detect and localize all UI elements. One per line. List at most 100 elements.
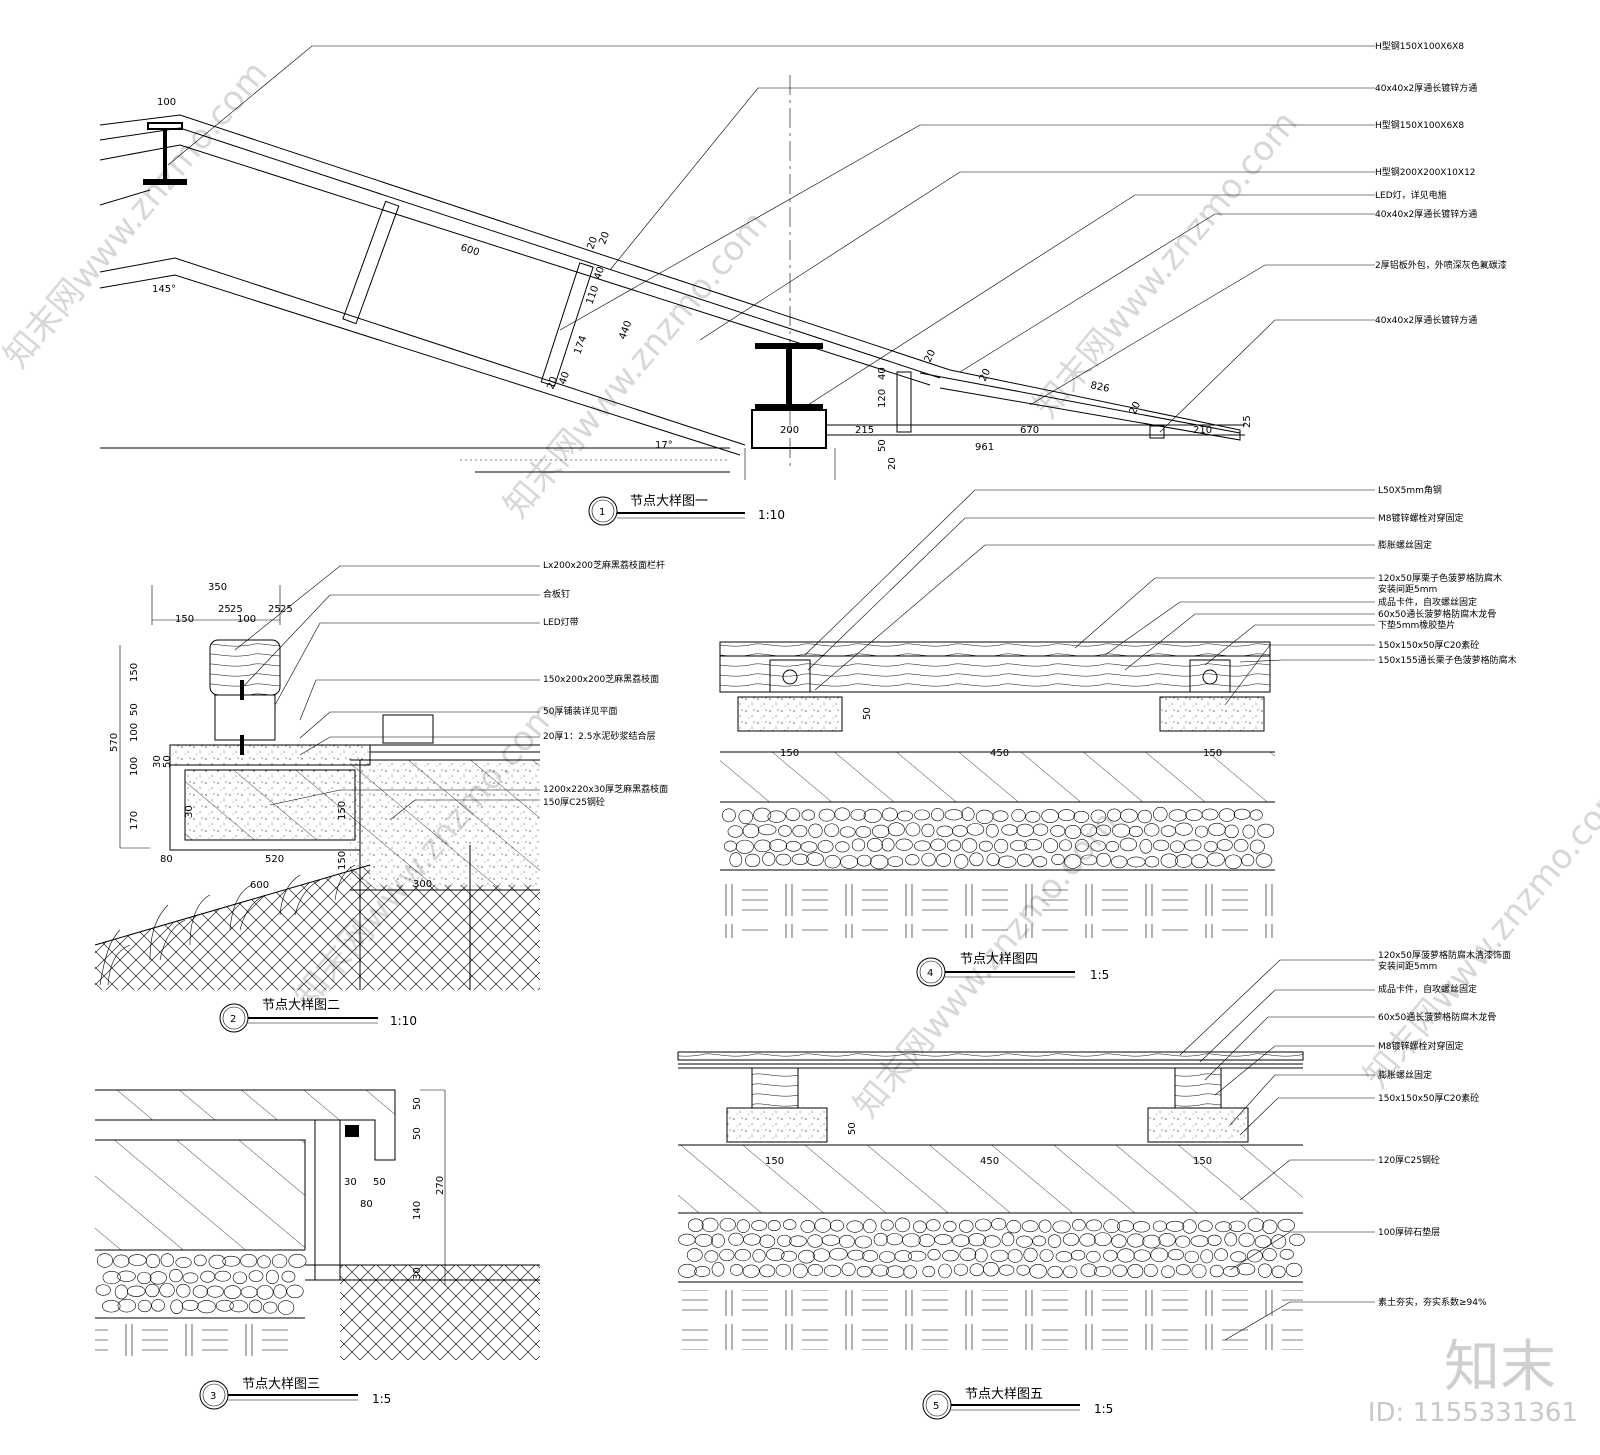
dim-text: 25 <box>230 604 243 615</box>
callout-text: H型钢200X200X10X12 <box>1375 166 1476 178</box>
gravel-stone <box>1142 1234 1161 1249</box>
gravel-stone <box>256 1285 274 1300</box>
detail-4: 50 150 450 150 L50X5mm角钢 M8镀锌螺栓对穿固定 膨胀螺丝… <box>719 484 1517 987</box>
dim-text: 826 <box>1089 380 1110 395</box>
detail-number: 4 <box>927 968 933 979</box>
gravel-stone <box>727 825 744 838</box>
detail-5-dimensions: 50 150 450 150 <box>765 1122 1212 1167</box>
dim-text: 450 <box>990 748 1009 759</box>
gravel-stone <box>102 1271 121 1285</box>
dim-text: 100 <box>129 723 140 742</box>
gravel-stone <box>137 1271 152 1285</box>
gravel-stone <box>1039 1249 1054 1262</box>
callout-text: LED灯，详见电施 <box>1375 189 1447 201</box>
callout-text: 150x150x50厚C20素砼 <box>1378 1092 1479 1104</box>
gravel-stone <box>969 852 984 867</box>
gravel-stone <box>887 822 905 837</box>
gravel-stone <box>1075 839 1089 852</box>
callout-text: 120厚C25钢砼 <box>1378 1154 1440 1166</box>
gravel-stone <box>117 1270 136 1282</box>
gravel-stone <box>182 1272 199 1284</box>
dim-text: 270 <box>435 1176 446 1195</box>
gravel-stone <box>1120 808 1138 823</box>
gravel-stone <box>823 1264 842 1277</box>
gravel-stone <box>214 1270 231 1282</box>
gravel-stone <box>1153 806 1168 822</box>
gravel-stone <box>1137 809 1152 824</box>
gravel-stone <box>1032 1235 1047 1247</box>
callout-text: 150x200x200芝麻黑荔枝面 <box>543 673 659 685</box>
dim-text: 50 <box>373 1177 386 1188</box>
gravel-stone <box>1047 1234 1062 1248</box>
detail-3-title: 3 节点大样图三 1:5 <box>199 1377 391 1410</box>
gravel-stone <box>1218 808 1236 822</box>
gravel-stone <box>1032 856 1048 868</box>
callout-text: 40x40x2厚通长镀锌方通 <box>1375 314 1477 326</box>
dim-text: 80 <box>360 1199 373 1210</box>
gravel-stone <box>1041 809 1059 823</box>
callout-text: LED灯带 <box>543 617 579 628</box>
roof-profile <box>99 114 1241 473</box>
gravel-stone <box>1175 1264 1191 1276</box>
gravel-stone <box>1105 841 1120 852</box>
gravel-stone <box>847 1249 865 1261</box>
gravel-stone <box>959 1247 977 1262</box>
gravel-stone <box>1001 824 1018 836</box>
gravel-stone <box>1209 1264 1224 1278</box>
gravel-stone <box>1175 854 1193 868</box>
dim-text: 961 <box>975 442 994 453</box>
gravel-stone <box>176 1283 191 1298</box>
h-steel-bottom <box>751 343 1245 449</box>
gravel-stone <box>1127 1233 1145 1248</box>
dim-text: 100 <box>237 614 256 625</box>
gravel-stone <box>114 1284 129 1300</box>
gravel-stone <box>1070 1249 1086 1261</box>
gravel-stone <box>1150 1247 1169 1263</box>
gravel-stone <box>789 1235 807 1247</box>
gravel-stone <box>232 1271 247 1285</box>
dim-text: 40 <box>592 265 607 281</box>
gravel-stone <box>1257 823 1275 838</box>
dim-text: 20 <box>1128 400 1143 416</box>
dim-text: 450 <box>980 1156 999 1167</box>
gravel-stone <box>160 1253 175 1267</box>
gravel-stone <box>791 853 809 865</box>
dim-text: 200 <box>780 425 799 436</box>
gravel-stone <box>830 1219 844 1232</box>
gravel-stone <box>1224 854 1242 869</box>
detail-2-leaders <box>234 565 540 821</box>
gravel-stone <box>947 839 962 852</box>
detail-scale: 1:10 <box>758 508 785 522</box>
gravel-stone <box>821 1234 841 1246</box>
gravel-stone <box>777 1234 792 1247</box>
watermark-text: 知末网www.znzmo.com <box>496 204 775 526</box>
gravel-stone <box>914 809 930 821</box>
dim-text: 140 <box>412 1201 423 1220</box>
gravel-stone <box>851 838 866 852</box>
gravel-stone <box>1062 1233 1080 1246</box>
gravel-stone <box>1246 1249 1263 1263</box>
detail-number: 5 <box>933 1401 939 1412</box>
rafter-members <box>342 200 1165 439</box>
dim-text: 174 <box>572 334 589 356</box>
gravel-stone <box>694 1234 714 1247</box>
gravel-stone <box>1165 1220 1185 1232</box>
gravel-stone <box>1182 1219 1197 1234</box>
gravel-stone <box>871 1264 889 1277</box>
gravel-stone <box>914 840 931 852</box>
gravel-stone <box>1128 825 1143 837</box>
gravel-stone <box>781 1250 797 1262</box>
gravel-stone <box>1200 1249 1214 1264</box>
dim-text: 20 <box>545 375 560 391</box>
gravel-stone <box>1021 1220 1039 1233</box>
gravel-stone <box>870 854 889 870</box>
gravel-stone <box>1255 853 1273 868</box>
gravel-stone <box>736 1219 750 1233</box>
gravel-stone <box>881 838 895 852</box>
detail-title: 节点大样图一 <box>630 494 708 509</box>
gravel-stone <box>979 840 993 852</box>
callout-text: 素土夯实，夯实系数≥94% <box>1378 1296 1487 1308</box>
gravel-stone <box>986 853 1000 866</box>
detail-title: 节点大样图二 <box>262 998 340 1013</box>
gravel-stone <box>930 838 946 852</box>
